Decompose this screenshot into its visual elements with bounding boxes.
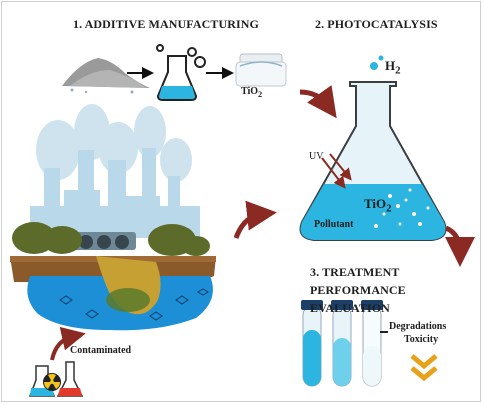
lab-beakers-icon — [28, 361, 84, 397]
arrow-to-evaluation — [444, 225, 475, 267]
factory-pipes — [72, 232, 136, 250]
tio2-flask-text: TiO — [364, 196, 387, 211]
smoke-plumes — [36, 104, 192, 182]
hydrogen-label: H2 — [385, 58, 401, 77]
hydrogen-text: H — [385, 58, 396, 73]
chevron-down-icon — [410, 354, 438, 382]
arrow-to-photocatalysis — [299, 85, 337, 119]
tio2-jar-icon — [235, 53, 287, 87]
arrow-to-flask — [233, 200, 277, 239]
uv-rays — [321, 153, 352, 189]
toxicity-label: Toxicity — [404, 334, 439, 345]
erlenmeyer-flask-icon — [299, 81, 447, 241]
trees — [12, 222, 210, 256]
step3-title: 3. TREATMENT PERFORMANCE EVALUATION — [310, 265, 406, 315]
test-tube-icon — [331, 300, 353, 387]
uv-label: UV — [309, 151, 324, 162]
tio2-jar-subscript: 2 — [258, 90, 263, 99]
test-tubes — [301, 300, 383, 387]
test-tube-icon — [301, 300, 323, 387]
test-tube-icon — [361, 300, 383, 387]
hydrogen-bubbles — [370, 55, 384, 70]
tio2-flask-subscript: 2 — [386, 202, 392, 215]
tio2-jar-text: TiO — [241, 86, 259, 97]
tio2-jar-label: TiO2 — [241, 86, 262, 99]
step2-title: 2. PHOTOCATALYSIS — [315, 17, 438, 31]
contaminated-label: Contaminated — [70, 345, 132, 356]
degradations-label: Degradations — [389, 321, 447, 332]
step1-title: 1. ADDITIVE MANUFACTURING — [73, 17, 259, 31]
flask-icon — [156, 44, 206, 101]
polluted-water — [27, 256, 213, 331]
powder-pile-icon — [62, 58, 150, 94]
arrow-contaminated — [50, 326, 86, 361]
factory-icon — [30, 148, 200, 238]
pollutant-label: Pollutant — [314, 219, 354, 230]
hydrogen-subscript: 2 — [395, 64, 401, 77]
tio2-flask-label: TiO2 — [364, 196, 392, 215]
